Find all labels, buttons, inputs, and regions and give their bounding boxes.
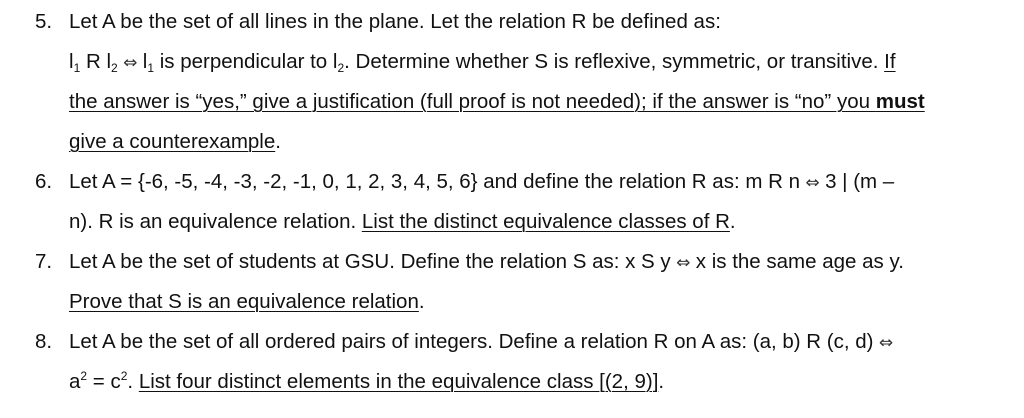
superscript: 2 xyxy=(120,369,128,383)
problem-5-line-1: Let A be the set of all lines in the pla… xyxy=(69,2,721,42)
text: . xyxy=(658,370,665,393)
iff-arrow-icon: ⇔ xyxy=(117,53,143,73)
text: Let A be the set of all lines in the pla… xyxy=(69,10,721,33)
text: . xyxy=(418,290,425,313)
problem-number: 6. xyxy=(35,170,53,193)
problem-number: 8. xyxy=(35,330,53,353)
problem-number: 5. xyxy=(35,10,53,33)
text: l xyxy=(69,50,74,73)
iff-arrow-icon: ⇔ xyxy=(670,253,696,273)
underlined-text: give a counterexample xyxy=(69,130,276,153)
text: 3 | (m – xyxy=(825,170,895,193)
text: Let A be the set of all ordered pairs of… xyxy=(69,330,874,353)
underlined-text: List four distinct elements in the equiv… xyxy=(138,370,659,393)
subscript: 2 xyxy=(337,61,345,75)
problem-5-line-3: the answer is “yes,” give a justificatio… xyxy=(69,82,925,122)
problem-5-line-2: l1 R l2 ⇔ l1 is perpendicular to l2. Det… xyxy=(69,42,896,82)
text: x is the same age as y. xyxy=(695,250,904,273)
problem-number: 7. xyxy=(35,250,53,273)
text: = c xyxy=(87,370,121,393)
text: a xyxy=(69,370,81,393)
text: Let A be the set of students at GSU. Def… xyxy=(69,250,671,273)
problem-7-line-1: Let A be the set of students at GSU. Def… xyxy=(69,242,904,282)
text: is perpendicular to l xyxy=(154,50,338,73)
underlined-text: List the distinct equivalence classes of… xyxy=(361,210,730,233)
bold-text: must xyxy=(875,90,925,113)
text: . Determine whether S is reflexive, symm… xyxy=(344,50,885,73)
superscript: 2 xyxy=(80,369,88,383)
text: . xyxy=(729,210,736,233)
problem-8-line-1: Let A be the set of all ordered pairs of… xyxy=(69,322,893,362)
text: l xyxy=(142,50,148,73)
underlined-text: Prove that S is an equivalence relation xyxy=(69,290,419,313)
text: . xyxy=(127,370,139,393)
underlined-text: the answer is “yes,” give a justificatio… xyxy=(69,90,925,113)
iff-arrow-icon: ⇔ xyxy=(800,173,826,193)
text: n). R is an equivalence relation. xyxy=(69,210,362,233)
iff-arrow-icon: ⇔ xyxy=(873,333,894,353)
underlined-text: If xyxy=(884,50,896,73)
text: the answer is “yes,” give a justificatio… xyxy=(69,90,876,113)
problem-5-line-4: give a counterexample. xyxy=(69,122,281,162)
text: R l xyxy=(80,50,111,73)
subscript: 1 xyxy=(147,61,154,75)
problem-8-line-2: a2 = c2. List four distinct elements in … xyxy=(69,362,664,402)
problem-7-line-2: Prove that S is an equivalence relation. xyxy=(69,282,425,322)
problem-6-line-2: n). R is an equivalence relation. List t… xyxy=(69,202,736,242)
text: Let A = {-6, -5, -4, -3, -2, -1, 0, 1, 2… xyxy=(69,170,801,193)
problem-6-line-1: Let A = {-6, -5, -4, -3, -2, -1, 0, 1, 2… xyxy=(69,162,894,202)
subscript: 2 xyxy=(111,61,118,75)
subscript: 1 xyxy=(73,61,81,75)
text: . xyxy=(275,130,281,153)
